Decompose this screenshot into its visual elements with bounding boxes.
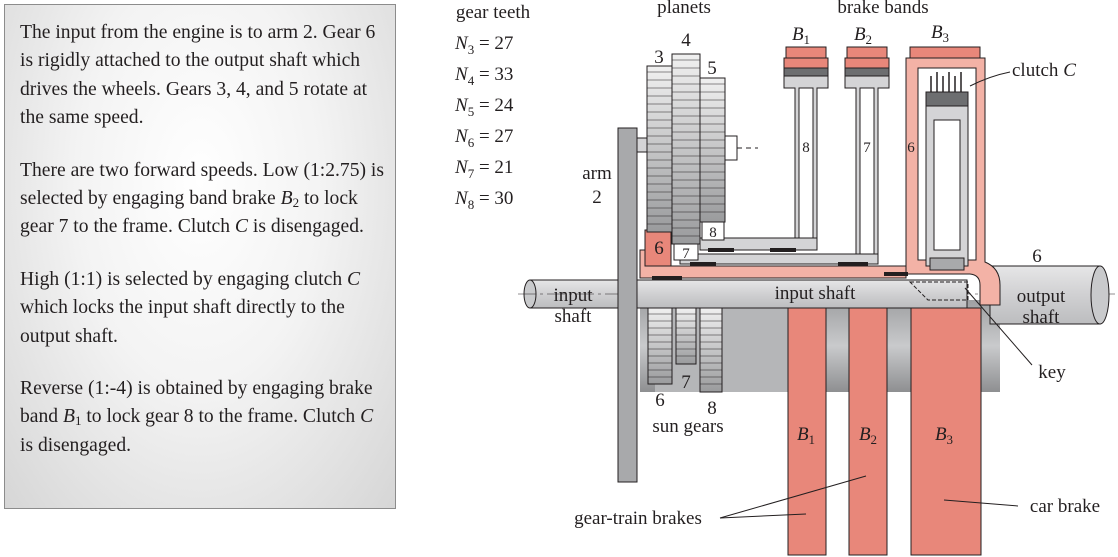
gear-teeth-row-3: N3 = 27 — [454, 33, 513, 57]
sleeve-8 — [699, 237, 818, 251]
output-shaft — [989, 265, 1101, 325]
diagram-labels: planets brake bands B1 B2 B3 clutch C 3 … — [553, 0, 1100, 529]
sun-gear-7-label: 7 — [681, 372, 691, 393]
input-shaft-label-line1: input — [553, 285, 593, 306]
description-p4-subscript: 1 — [74, 413, 82, 429]
description-p2-text-a: There are two forward speeds. Low (1:2.7… — [20, 159, 384, 210]
gear-8-inner-box — [701, 221, 725, 241]
description-p2-text-d: to lock gear 7 to the frame. — [20, 188, 358, 238]
band-b1-top — [785, 46, 827, 59]
sun-gear-6-label: 6 — [655, 390, 665, 411]
planet-gear-3 — [646, 65, 673, 233]
input-shaft-center-label: input shaft — [775, 283, 856, 304]
gear-teeth-row-5: N5 = 24 — [454, 95, 514, 119]
gear-teeth-row-4: N4 = 33 — [454, 64, 513, 88]
gear-7-inner-box — [673, 243, 699, 261]
arm-2 — [617, 127, 638, 483]
lower-b2-label: B2 — [859, 424, 877, 447]
description-p2-clutch-symbol: C — [234, 216, 248, 238]
drum-8-label: 8 — [802, 140, 810, 156]
inner-gear-6-label: 6 — [654, 238, 664, 259]
description-p3: High (1:1) is selected by engaging clutc… — [20, 266, 385, 351]
drum-7-label: 7 — [863, 140, 871, 156]
description-p3-text-a: High (1:1) is selected by engaging clutc… — [20, 268, 348, 290]
drum-7 — [844, 57, 890, 259]
description-p4-text-d: to lock gear 8 to the frame. Clutch — [81, 406, 361, 428]
sun-gear-8-label: 8 — [707, 398, 717, 419]
gear-train-brakes-label: gear-train brakes — [574, 508, 702, 529]
output-gear-6-label: 6 — [1032, 246, 1042, 267]
description-p3-text-c: which locks the input shaft directly to … — [20, 297, 345, 347]
sleeve-7 — [679, 253, 879, 265]
inner-gear-8-label: 8 — [709, 225, 717, 241]
gear-teeth-row-8: N8 = 30 — [454, 188, 513, 212]
description-p2: There are two forward speeds. Low (1:2.7… — [20, 157, 385, 242]
leader-lines — [719, 71, 1033, 519]
output-shaft-end — [1090, 265, 1110, 325]
description-p4-symbol: B — [63, 406, 75, 428]
planets-label: planets — [657, 0, 711, 18]
drum-8 — [783, 57, 829, 249]
description-p2-text-e: Clutch — [177, 216, 235, 238]
description-p1-text: The input from the engine is to arm 2. G… — [20, 22, 376, 129]
description-panel: The input from the engine is to arm 2. G… — [4, 4, 396, 509]
lower-brake-bands — [787, 307, 982, 556]
gear-teeth-row-7: N7 = 21 — [454, 157, 513, 181]
sun-gear-6 — [647, 307, 673, 385]
brake-band-b3 — [910, 307, 982, 556]
sun-gears — [647, 307, 723, 393]
description-p2-text-g: is disengaged. — [248, 216, 364, 238]
planet-gear-4 — [671, 53, 701, 245]
drum-6-label: 6 — [907, 140, 915, 156]
planet-4-label: 4 — [681, 30, 691, 51]
input-shaft-label-line2: shaft — [555, 306, 593, 327]
lower-b1-label: B1 — [797, 424, 815, 447]
brake-band-b1 — [787, 307, 827, 556]
sun-gear-7 — [675, 307, 697, 365]
arm-number-label: 2 — [592, 187, 602, 208]
band-b3-top — [909, 46, 981, 59]
arm-label: arm — [582, 163, 612, 184]
planet-3-label: 3 — [654, 47, 664, 68]
sun-gear-8 — [699, 307, 723, 393]
clutch-c-label: clutch C — [1012, 60, 1076, 81]
planet-5-label: 5 — [707, 58, 717, 79]
brake-bands-label: brake bands — [837, 0, 928, 18]
car-brake-label: car brake — [1030, 496, 1100, 517]
description-p4-clutch-symbol: C — [360, 406, 374, 428]
band-b2-top — [846, 46, 888, 59]
description-p2-symbol: B — [280, 188, 293, 210]
band-b1-label: B1 — [792, 24, 810, 47]
planet-gears — [646, 53, 758, 261]
key-label: key — [1038, 362, 1066, 383]
description-p3-clutch-symbol: C — [347, 268, 361, 290]
description-p1: The input from the engine is to arm 2. G… — [20, 19, 385, 133]
description-p2-subscript: 2 — [292, 195, 300, 211]
brake-band-b2 — [848, 307, 888, 556]
key — [908, 281, 969, 301]
band-b2-label: B2 — [854, 24, 872, 47]
description-p4: Reverse (1:-4) is obtained by engaging b… — [20, 375, 385, 460]
sun-gears-label: sun gears — [652, 416, 723, 437]
band-b3-label: B3 — [931, 22, 949, 45]
gear-teeth-rows: N3 = 27 N4 = 33 N5 = 24 N6 = 27 N7 = 21 N8 = … — [454, 33, 514, 212]
output-shaft-label-line2: shaft — [1023, 307, 1061, 328]
clutch-c — [925, 72, 969, 271]
output-shaft-label-line1: output — [1017, 286, 1066, 307]
description-p4-text-f: is disengaged. — [20, 434, 132, 456]
gear-teeth-row-6: N6 = 27 — [454, 126, 513, 150]
inner-gear-7-label: 7 — [682, 246, 690, 262]
bearings — [652, 248, 908, 280]
planet-pin — [724, 135, 738, 161]
gear-teeth-heading: gear teeth — [456, 2, 531, 23]
planet-gear-5 — [699, 77, 726, 223]
lower-b3-label: B3 — [935, 424, 953, 447]
description-p4-text-a: Reverse (1:-4) is obtained by engaging b… — [20, 378, 373, 428]
